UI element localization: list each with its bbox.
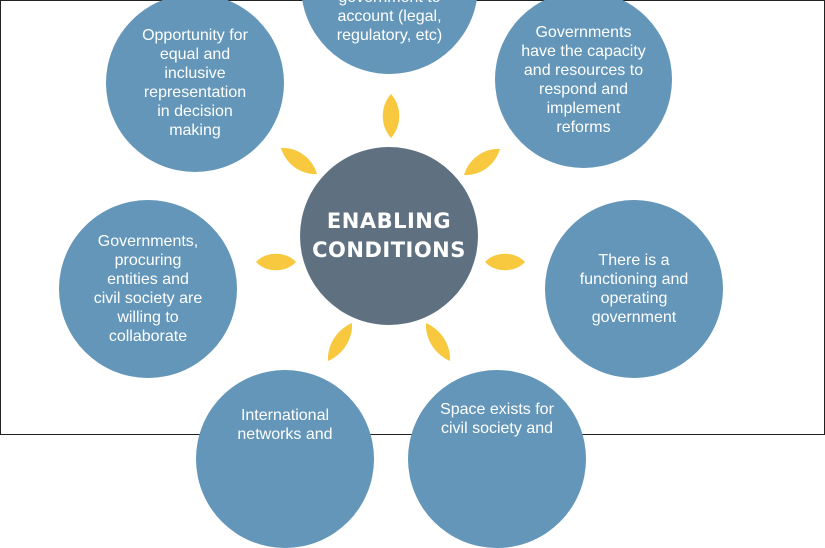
condition-networks: International networks and bbox=[196, 370, 374, 548]
ray-lower-right bbox=[425, 323, 451, 361]
condition-collaboration: Governments, procuring entities and civi… bbox=[59, 200, 237, 378]
ray-right bbox=[485, 253, 525, 271]
condition-text: Space exists for civil society and bbox=[440, 401, 554, 437]
condition-text: Governments have the capacity and resour… bbox=[521, 23, 646, 136]
condition-accountability: government to account (legal, regulatory… bbox=[301, 0, 478, 74]
ray-upper-left bbox=[281, 147, 317, 175]
ray-upper-right bbox=[464, 148, 500, 176]
center-label: ENABLING CONDITIONS bbox=[312, 209, 466, 262]
ray-lower-left bbox=[327, 323, 353, 361]
condition-civil-space: Space exists for civil society and bbox=[408, 370, 586, 548]
condition-text: International networks and bbox=[237, 407, 333, 443]
condition-text: There is a functioning and operating gov… bbox=[579, 252, 689, 326]
condition-text: Governments, procuring entities and civi… bbox=[93, 233, 203, 345]
condition-text: Opportunity for equal and inclusive repr… bbox=[142, 27, 248, 139]
center-circle: ENABLING CONDITIONS bbox=[300, 147, 478, 325]
ray-left bbox=[256, 253, 296, 271]
ray-top bbox=[382, 94, 400, 138]
condition-capacity: Governments have the capacity and resour… bbox=[495, 0, 672, 168]
condition-functioning: There is a functioning and operating gov… bbox=[545, 200, 723, 378]
condition-text: government to account (legal, regulatory… bbox=[336, 0, 443, 44]
condition-representation: Opportunity for equal and inclusive repr… bbox=[106, 0, 284, 172]
